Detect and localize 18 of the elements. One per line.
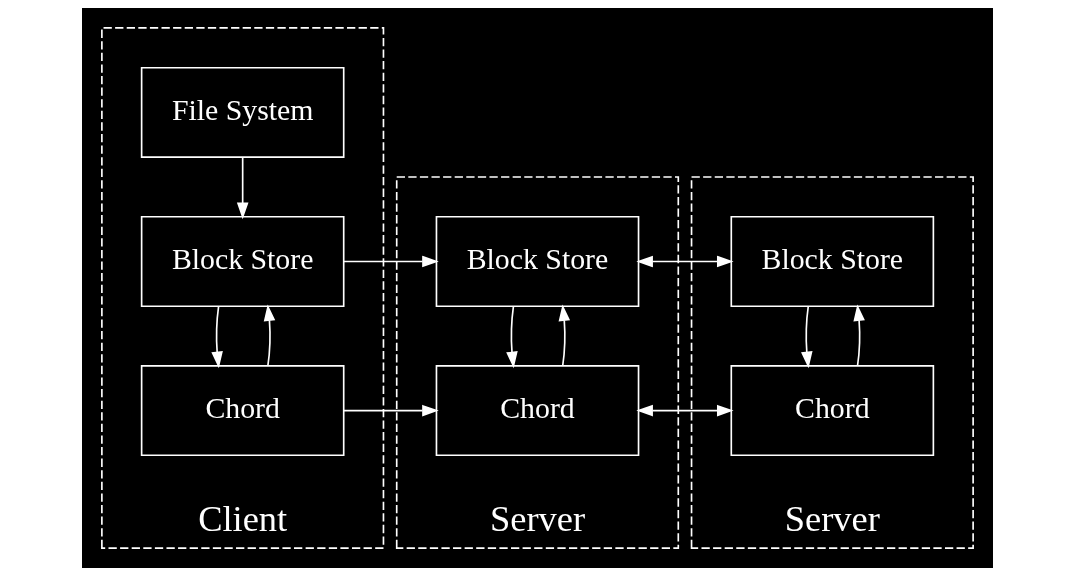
arrow bbox=[800, 306, 813, 369]
node-box: Chord bbox=[140, 365, 345, 457]
arrow bbox=[505, 306, 518, 369]
arrow bbox=[558, 304, 570, 367]
arrow bbox=[635, 255, 734, 268]
arrow bbox=[635, 404, 734, 417]
arrow bbox=[210, 306, 223, 369]
node-box: File System bbox=[140, 66, 345, 158]
node-box: Block Store bbox=[729, 215, 934, 308]
node-box: Block Store bbox=[140, 215, 345, 308]
arrow bbox=[852, 304, 865, 367]
node-box: Chord bbox=[435, 365, 639, 457]
arrow bbox=[236, 157, 248, 220]
node-box: Chord bbox=[729, 365, 934, 457]
arrow bbox=[342, 404, 439, 417]
arrow bbox=[342, 255, 439, 268]
arrow bbox=[263, 304, 275, 367]
node-box: Block Store bbox=[435, 215, 639, 308]
